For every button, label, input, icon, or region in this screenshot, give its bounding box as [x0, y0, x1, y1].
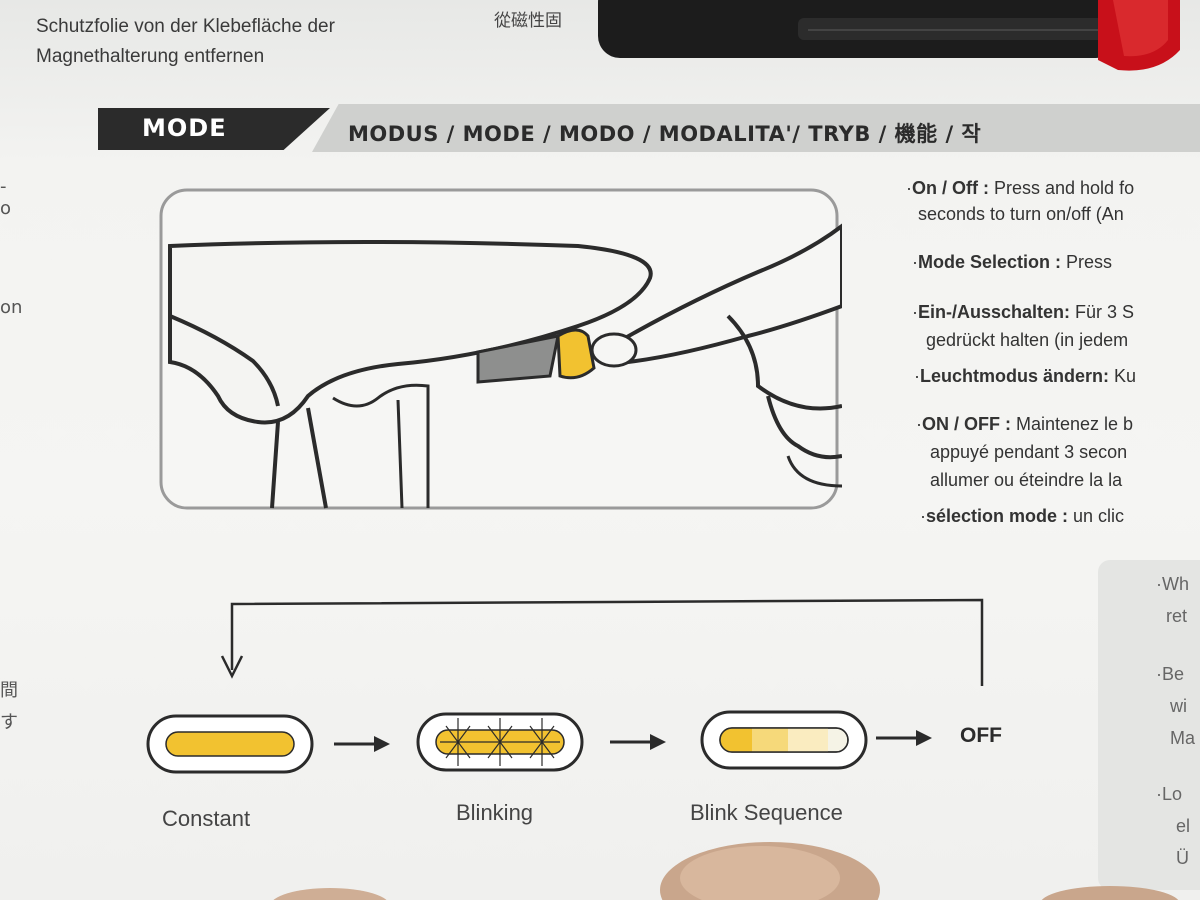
- section-title: MODE: [142, 114, 227, 142]
- saddle-button-illustration: [159, 188, 842, 510]
- instruction-line-7: ·ON / OFF : Maintenez le b: [916, 414, 1134, 434]
- section-languages: MODUS / MODE / MODO / MODALITA'/ TRYB / …: [348, 122, 982, 146]
- side-note-line-8: Ü: [1176, 848, 1189, 868]
- off-label: OFF: [960, 724, 1002, 747]
- left-edge-fragment-5: す: [0, 712, 18, 733]
- arrow-right-3: [876, 730, 932, 746]
- left-edge-fragment-3: on: [0, 297, 23, 318]
- mode-button: [556, 328, 596, 380]
- arrow-right-2: [610, 734, 666, 750]
- top-instruction-line-1: Schutzfolie von der Klebefläche der: [36, 16, 335, 37]
- left-edge-fragment-4: 間: [0, 680, 18, 701]
- constant-label: Constant: [162, 806, 251, 831]
- blink-sequence-label: Blink Sequence: [690, 800, 843, 825]
- instruction-line-5: gedrückt halten (in jedem: [926, 330, 1129, 350]
- instruction-line-8: appuyé pendant 3 secon: [930, 442, 1128, 462]
- instruction-line-4: ·Ein-/Ausschalten: Für 3 S: [912, 302, 1135, 322]
- blinking-led-pill: [416, 712, 584, 772]
- left-edge-fragment-1: -: [0, 176, 7, 197]
- side-note-line-7: el: [1176, 816, 1191, 836]
- top-cjk-fragment: 從磁性固: [494, 11, 562, 31]
- blink-sequence-led-pill: [700, 710, 868, 770]
- return-arrowhead: [220, 655, 244, 679]
- constant-led-pill: [146, 714, 314, 774]
- blinking-label: Blinking: [456, 800, 534, 825]
- side-note-line-4: wi: [1170, 696, 1187, 716]
- section-banner: MODE MODUS / MODE / MODO / MODALITA'/ TR…: [98, 104, 1200, 154]
- instruction-line-10: ·sélection mode : un clic: [920, 506, 1125, 526]
- mode-cycle-diagram: OFF Constant Blinking Blink Sequence: [140, 594, 1020, 831]
- instruction-line-2: seconds to turn on/off (An: [918, 204, 1124, 224]
- instruction-line-9: allumer ou éteindre la la: [930, 470, 1123, 490]
- side-note-line-6: ·Lo: [1156, 784, 1183, 804]
- side-note-line-2: ret: [1166, 606, 1188, 626]
- top-instruction-line-2: Magnethalterung entfernen: [36, 46, 265, 67]
- side-note-line-5: Ma: [1170, 728, 1196, 748]
- tail-light-device: [598, 0, 1180, 71]
- mode-cycle-graphics: [146, 598, 984, 774]
- left-edge-fragment-2: o: [0, 198, 12, 219]
- side-note-box: [1098, 560, 1200, 890]
- seat-post: [270, 407, 328, 509]
- instruction-line-3: ·Mode Selection : Press: [912, 252, 1113, 272]
- holding-fingers: [273, 842, 1179, 900]
- side-note-line-1: ·Wh: [1156, 574, 1189, 594]
- banner-light-band: [312, 104, 1200, 152]
- return-arrow: [230, 598, 984, 686]
- instruction-line-1: ·On / Off : Press and hold fo: [906, 178, 1135, 198]
- side-note-line-3: ·Be: [1156, 664, 1185, 684]
- instruction-line-6: ·Leuchtmodus ändern: Ku: [914, 366, 1137, 386]
- light-body: [476, 334, 560, 384]
- top-instruction-text: Schutzfolie von der Klebefläche der Magn…: [36, 12, 335, 72]
- arrow-right-1: [334, 736, 390, 752]
